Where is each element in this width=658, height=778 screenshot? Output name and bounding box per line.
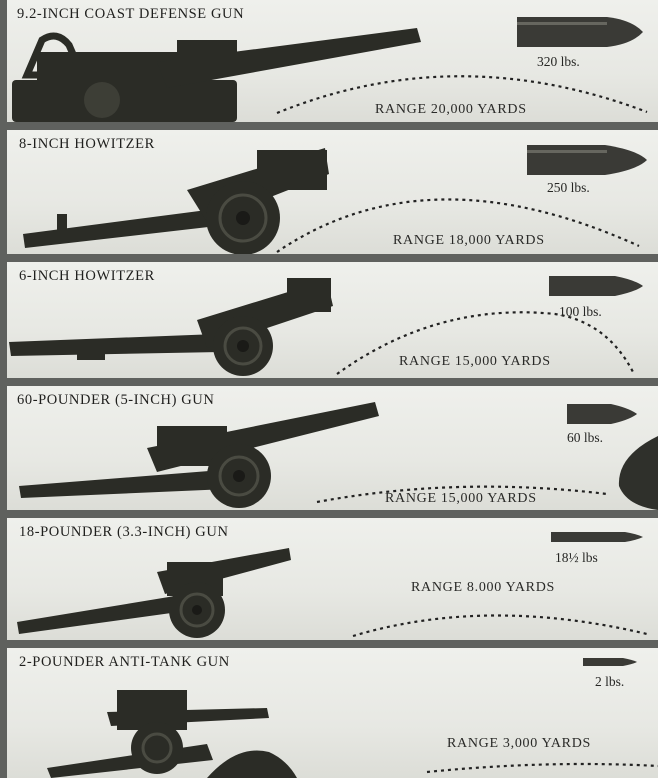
panel-6-inch-howitzer: 6-INCH HOWITZER 100 lbs. RANGE 15,000 YA… — [7, 262, 658, 378]
gun-title: 2-POUNDER ANTI-TANK GUN — [19, 654, 230, 670]
gun-title: 18-POUNDER (3.3-INCH) GUN — [19, 524, 229, 540]
gun-title: 9.2-INCH COAST DEFENSE GUN — [17, 6, 245, 22]
wheel — [213, 316, 273, 376]
shell-icon — [583, 658, 637, 666]
shell-weight: 320 lbs. — [537, 54, 580, 69]
gun-silhouette — [12, 28, 421, 122]
shell-weight: 18½ lbs — [555, 550, 598, 565]
wheel — [206, 181, 280, 254]
gun-silhouette — [23, 148, 329, 248]
trajectory-arc — [276, 198, 640, 253]
2-pounder-anti-tank-gun-illustration — [47, 658, 658, 778]
trajectory-arc — [316, 485, 608, 504]
trajectory-arc — [352, 614, 648, 638]
gun-silhouette — [19, 402, 379, 498]
8-inch-howitzer-illustration — [23, 145, 647, 254]
shell-weight: 2 lbs. — [595, 674, 625, 689]
panel-60-pounder-gun: 60-POUNDER (5-INCH) GUN 60 lbs. RANGE 15… — [7, 386, 658, 510]
range-label: RANGE 18,000 YARDS — [393, 233, 545, 248]
gun-title: 60-POUNDER (5-INCH) GUN — [17, 392, 215, 408]
6-inch-howitzer-illustration — [9, 276, 643, 376]
shell-weight: 100 lbs. — [559, 304, 602, 319]
range-label: RANGE 8.000 YARDS — [411, 580, 556, 595]
gun-silhouette — [47, 690, 297, 778]
wheel — [131, 722, 183, 774]
range-label: RANGE 20,000 YARDS — [375, 102, 527, 117]
shell-weight: 60 lbs. — [567, 430, 604, 445]
panel-8-inch-howitzer: 8-INCH HOWITZER 250 lbs. RANGE 18,000 YA… — [7, 130, 658, 254]
gun-silhouette — [17, 548, 291, 634]
panel-2-pounder-anti-tank-gun: 2-POUNDER ANTI-TANK GUN 2 lbs. RANGE 3,0… — [7, 648, 658, 778]
gun-title: 6-INCH HOWITZER — [19, 268, 155, 284]
panel-coast-defense-gun: 9.2-INCH COAST DEFENSE GUN 320 lbs. RANG… — [7, 0, 658, 122]
range-label: RANGE 15,000 YARDS — [385, 491, 537, 506]
wheel — [207, 444, 271, 508]
range-label: RANGE 3,000 YARDS — [447, 736, 592, 751]
shell-icon — [517, 17, 643, 47]
shell-icon — [567, 404, 637, 424]
trajectory-arc — [426, 762, 658, 774]
shell-icon — [527, 145, 647, 175]
shell-icon — [551, 532, 643, 542]
shell-icon — [549, 276, 643, 296]
coast-defense-gun-illustration — [12, 17, 648, 122]
60-pounder-gun-illustration — [19, 402, 658, 510]
panel-18-pounder-gun: 18-POUNDER (3.3-INCH) GUN 18½ lbs RANGE … — [7, 518, 658, 640]
range-label: RANGE 15,000 YARDS — [399, 354, 551, 369]
18-pounder-gun-illustration — [17, 532, 648, 638]
adjacent-shell-edge — [618, 436, 658, 510]
gun-silhouette — [9, 278, 333, 360]
gun-title: 8-INCH HOWITZER — [19, 136, 155, 152]
shell-weight: 250 lbs. — [547, 180, 590, 195]
trajectory-arc — [276, 75, 648, 115]
wheel — [169, 582, 225, 638]
